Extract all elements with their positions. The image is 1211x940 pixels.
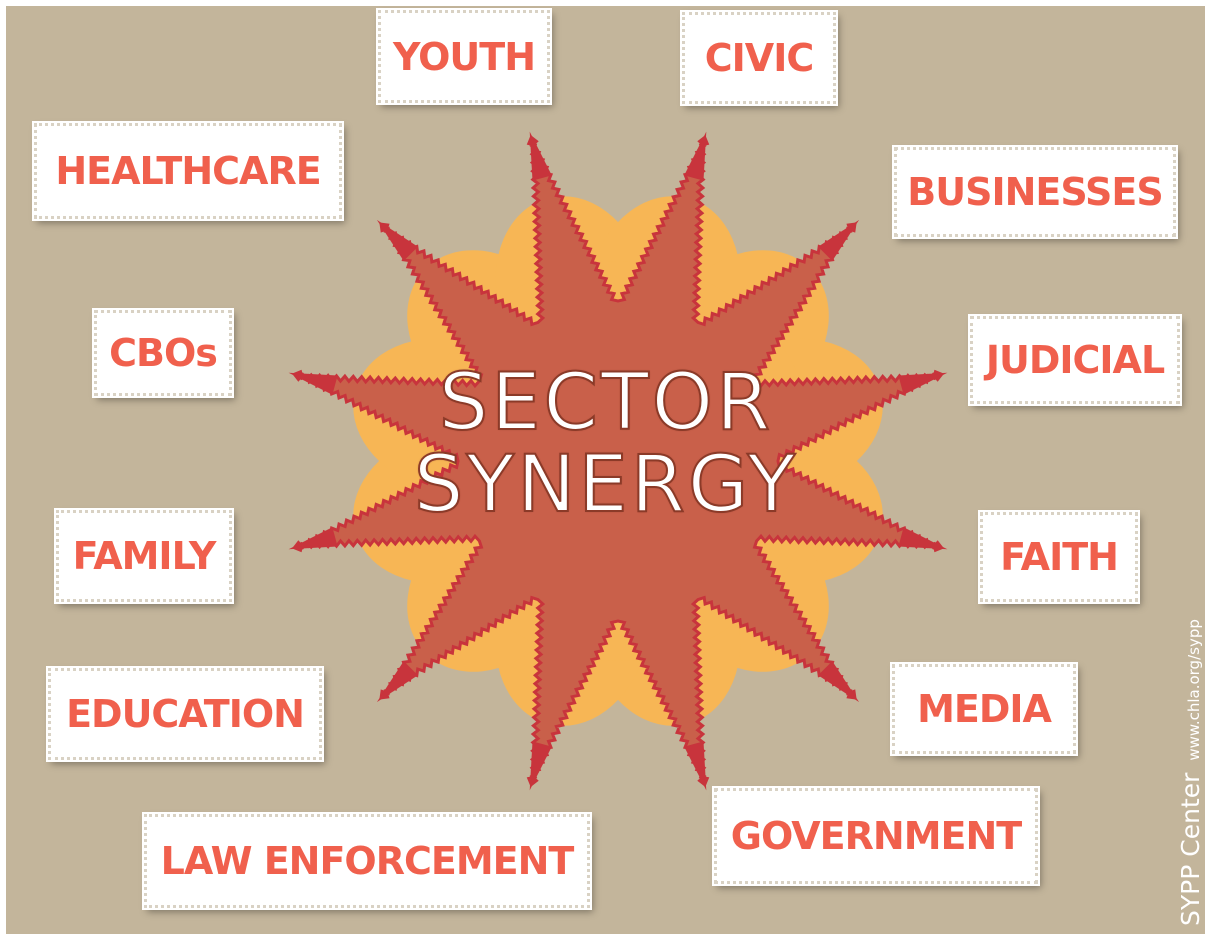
label-media: MEDIA bbox=[890, 662, 1078, 756]
title-line-synergy: SYNERGY bbox=[413, 440, 799, 530]
label-education-text: EDUCATION bbox=[66, 692, 305, 736]
label-civic-text: CIVIC bbox=[704, 36, 814, 80]
label-government-text: GOVERNMENT bbox=[730, 814, 1022, 858]
label-healthcare-text: HEALTHCARE bbox=[55, 149, 321, 193]
label-media-text: MEDIA bbox=[917, 687, 1052, 731]
diagram-canvas: SECTOR SYNERGY YOUTH CIVIC HEALTHCARE BU… bbox=[6, 6, 1205, 934]
label-government: GOVERNMENT bbox=[712, 786, 1040, 886]
arrow-tip bbox=[818, 219, 860, 261]
arrow-tip bbox=[818, 661, 860, 703]
label-cbos: CBOs bbox=[92, 308, 234, 398]
arrow-tip bbox=[529, 741, 552, 791]
credit-text: SYPP Center www.chla.org/sypp bbox=[1176, 619, 1205, 926]
label-family: FAMILY bbox=[54, 508, 234, 604]
label-businesses: BUSINESSES bbox=[892, 145, 1178, 239]
arrow-tip bbox=[898, 527, 948, 550]
diagram-title: SECTOR SYNERGY bbox=[366, 358, 846, 530]
title-line-sector: SECTOR bbox=[438, 358, 774, 448]
label-businesses-text: BUSINESSES bbox=[907, 170, 1163, 214]
arrow-tip bbox=[684, 741, 707, 791]
label-judicial: JUDICIAL bbox=[968, 314, 1182, 406]
label-faith: FAITH bbox=[978, 510, 1140, 604]
label-judicial-text: JUDICIAL bbox=[985, 338, 1165, 382]
label-youth: YOUTH bbox=[376, 8, 552, 105]
label-faith-text: FAITH bbox=[1000, 535, 1119, 579]
arrow-tip bbox=[684, 131, 707, 181]
label-healthcare: HEALTHCARE bbox=[32, 121, 344, 221]
credit-block: SYPP Center www.chla.org/sypp bbox=[1146, 581, 1205, 934]
arrow-tip bbox=[376, 661, 418, 703]
label-education: EDUCATION bbox=[46, 666, 324, 762]
synergy-burst bbox=[288, 131, 948, 791]
label-youth-text: YOUTH bbox=[392, 34, 536, 79]
arrow-tips bbox=[288, 131, 948, 791]
credit-url: www.chla.org/sypp bbox=[1185, 619, 1203, 761]
arrow-tip bbox=[288, 527, 338, 550]
arrow-tip bbox=[898, 372, 948, 395]
label-civic: CIVIC bbox=[680, 10, 838, 106]
arrow-tip bbox=[376, 219, 418, 261]
label-law-enforcement-text: LAW ENFORCEMENT bbox=[160, 839, 575, 883]
label-family-text: FAMILY bbox=[72, 534, 217, 578]
credit-org: SYPP Center bbox=[1176, 772, 1205, 926]
arrow-tip bbox=[288, 372, 338, 395]
label-cbos-text: CBOs bbox=[109, 331, 218, 375]
arrow-tip bbox=[529, 131, 552, 181]
label-law-enforcement: LAW ENFORCEMENT bbox=[142, 812, 592, 910]
